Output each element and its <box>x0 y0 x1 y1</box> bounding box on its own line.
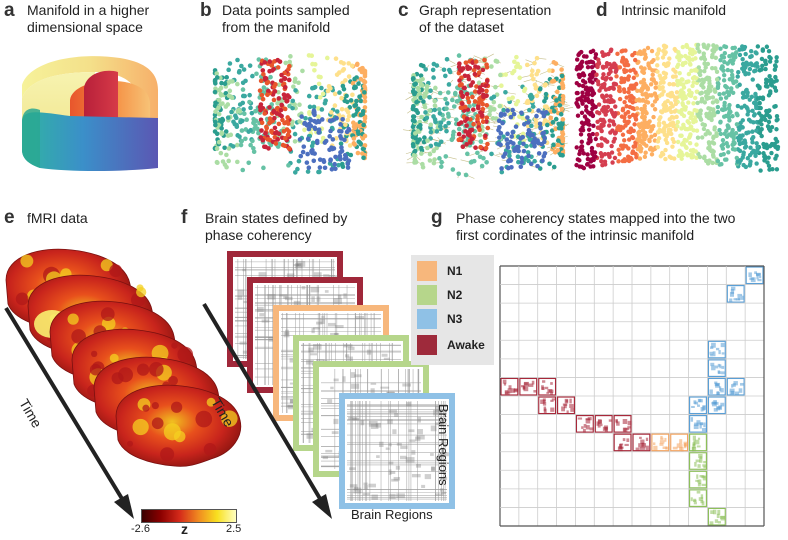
colorbar-min-label: -2.6 <box>131 523 150 535</box>
legend-label-n1: N1 <box>447 264 462 278</box>
legend-swatch-awake <box>417 335 437 355</box>
axis-label-y: Brain Regions <box>436 404 451 486</box>
legend-item-awake: Awake <box>417 335 485 355</box>
legend-item-n3: N3 <box>417 309 462 329</box>
legend-swatch-n2 <box>417 285 437 305</box>
intrinsic-manifold-sheet <box>572 30 784 200</box>
sleep-stage-legend: N1 N2 N3 Awake <box>411 255 494 365</box>
sampled-points-cloud <box>200 40 380 200</box>
legend-item-n2: N2 <box>417 285 462 305</box>
legend-swatch-n3 <box>417 309 437 329</box>
graph-representation <box>398 40 578 200</box>
legend-label-n3: N3 <box>447 312 462 326</box>
colorbar-z-label: z <box>181 521 188 537</box>
legend-label-awake: Awake <box>447 338 485 352</box>
axis-label-x: Brain Regions <box>351 507 433 522</box>
legend-item-n1: N1 <box>417 261 462 281</box>
phase-coherency-grid <box>500 266 766 528</box>
legend-label-n2: N2 <box>447 288 462 302</box>
legend-swatch-n1 <box>417 261 437 281</box>
